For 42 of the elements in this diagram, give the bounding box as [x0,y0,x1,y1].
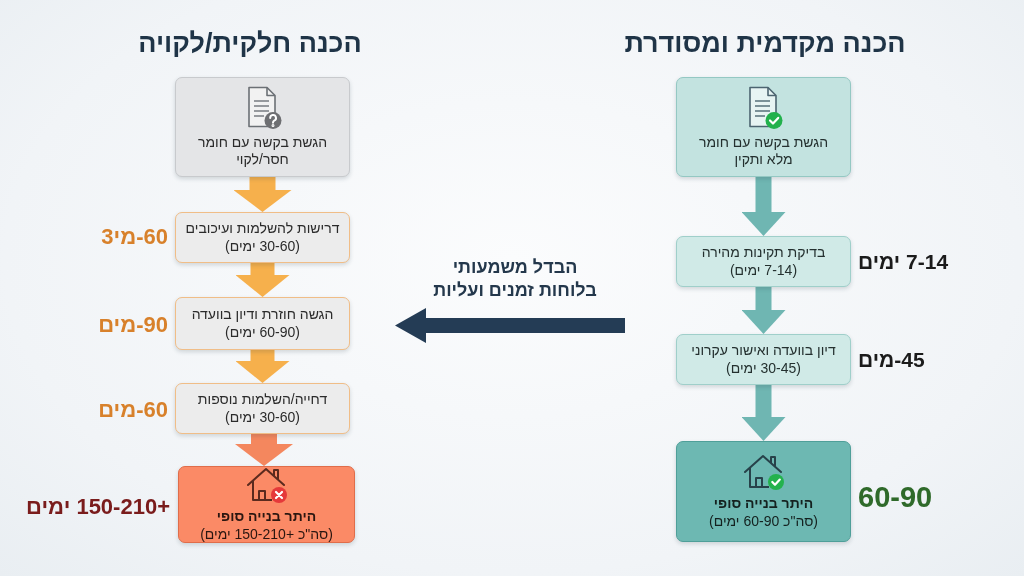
comparison-note: הבדל משמעותי בלוחות זמנים ועליות [432,256,598,302]
step-title: הגשה חוזרת ודיון בוועדה [191,305,334,323]
arrow [741,385,786,441]
process-box [676,236,851,287]
process-box [175,212,350,263]
step-duration: (60-90 ימים) [225,324,300,342]
duration-label: 60-מים [98,397,168,424]
process-box [175,383,350,434]
step-title: בדיקת תקינות מהירה [701,243,826,261]
process-box [175,297,350,350]
duration-label: 90-מים [98,312,168,339]
arrow [233,177,292,212]
step-title: היתר בנייה סופי [216,507,317,525]
step-title: דחייה/השלמות נוספות [197,390,328,408]
step-title: דיון בוועדה ואישור עקרוני [691,341,836,359]
duration-label: 7-14 ימים [858,249,949,275]
step-duration: (סה"כ 60-90 ימים) [709,513,818,531]
duration-label: 60-מי3 [101,224,168,251]
column-heading: הכנה מקדמית ומסודרת [624,27,906,60]
arrow [741,177,786,236]
step-title: הגשת בקשה עם חומר חסר/לקוי [196,133,329,169]
column-heading: הכנה חלקית/לקויה [138,27,362,60]
step-duration: (סה"כ +150-210 ימים) [200,526,333,544]
step-duration: (7-14 ימים) [729,262,798,280]
process-box [178,466,355,543]
arrow [235,434,293,466]
process-box [676,77,851,177]
step-duration: (30-60 ימים) [225,409,300,427]
step-title: היתר בנייה סופי [713,494,814,512]
duration-label: +150-210 ימים [26,494,170,521]
step-title: הגשת בקשה עם חומר מלא ותקין [697,133,830,169]
duration-label: 45-מים [858,347,925,373]
arrow [235,263,290,297]
arrow [235,350,290,383]
step-duration: (30-60 ימים) [225,238,300,256]
process-box [676,441,851,542]
step-duration: (30-45 ימים) [726,360,801,378]
duration-label: 60-90 [858,480,933,515]
step-title: דרישות להשלמות ועיכובים [185,219,340,237]
process-box [175,77,350,177]
process-box [676,334,851,385]
arrow [741,287,786,334]
